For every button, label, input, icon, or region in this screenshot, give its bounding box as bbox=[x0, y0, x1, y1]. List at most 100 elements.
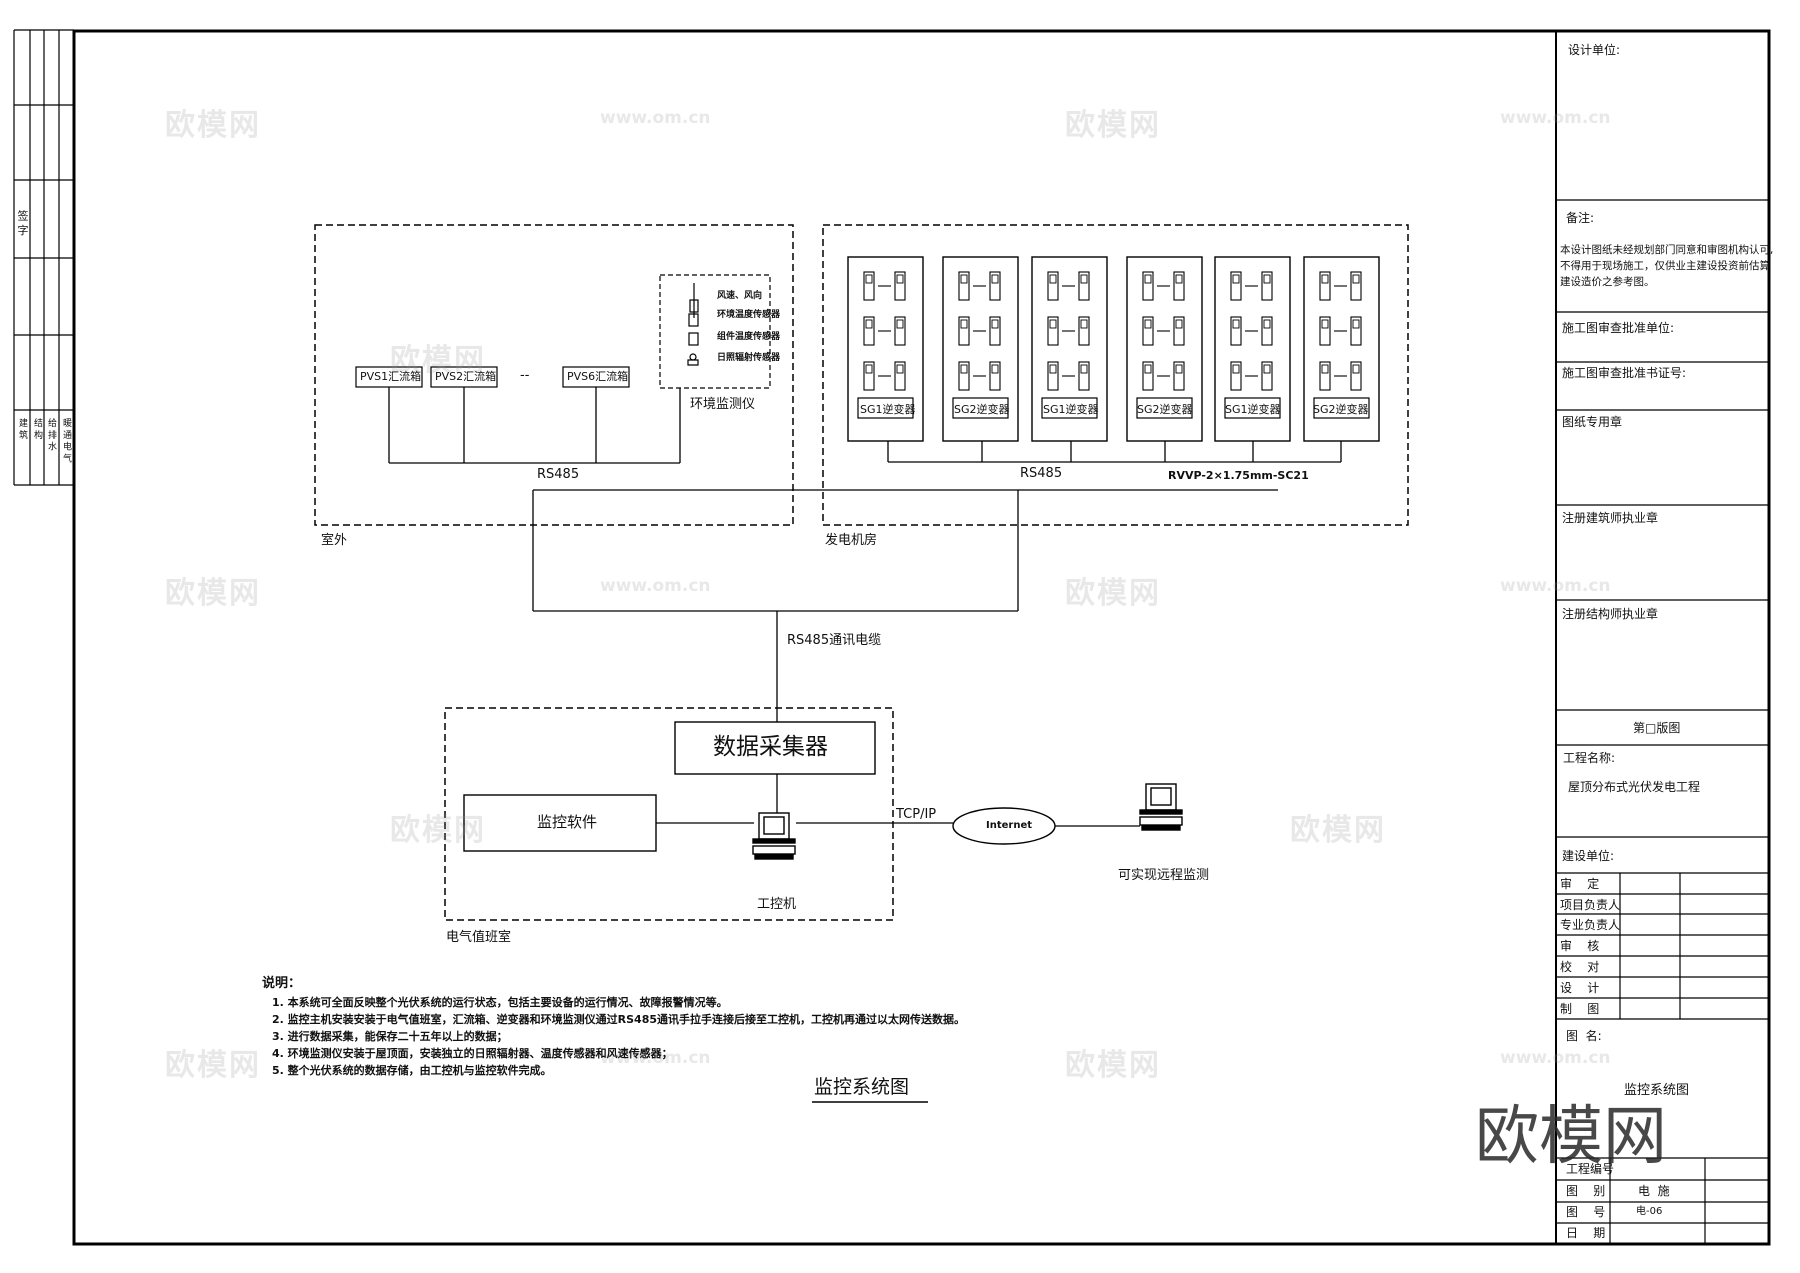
rs485-trunk bbox=[532, 489, 1278, 722]
pv-module-detail bbox=[960, 364, 968, 374]
pv-module-detail bbox=[1049, 319, 1057, 329]
tb-structural-seal: 注册结构师执业章 bbox=[1562, 607, 1659, 621]
pv-module-detail bbox=[991, 319, 999, 329]
pv-module-detail bbox=[1321, 274, 1329, 284]
inverter-label: SG1逆变器 bbox=[1225, 403, 1281, 416]
tb-drawing-seal: 图纸专用章 bbox=[1562, 415, 1623, 429]
env-item: 风速、风向 bbox=[717, 291, 763, 301]
combiner-ellipsis: -- bbox=[520, 368, 530, 383]
pv-module bbox=[863, 361, 875, 391]
env-item: 环境温度传感器 bbox=[717, 310, 781, 320]
pv-module-detail bbox=[960, 319, 968, 329]
tb-signoff-row: 制 图 bbox=[1560, 1002, 1600, 1016]
pv-module-detail bbox=[991, 364, 999, 374]
pv-module bbox=[894, 316, 906, 346]
combiner-label: PVS6汇流箱 bbox=[567, 370, 629, 383]
tb-sheet-no-label: 图 号 bbox=[1566, 1205, 1606, 1219]
pv-module bbox=[958, 316, 970, 346]
pv-module bbox=[1350, 271, 1362, 301]
left-strip-sign: 签 字 bbox=[16, 210, 29, 236]
tb-drawing-name-label: 图 名: bbox=[1566, 1029, 1602, 1043]
title-block-frame bbox=[1555, 31, 1769, 1244]
env-item: 日照辐射传感器 bbox=[717, 353, 781, 363]
pv-module-detail bbox=[1232, 319, 1240, 329]
inverter-box bbox=[1041, 397, 1098, 419]
pv-module bbox=[958, 361, 970, 391]
pv-module-detail bbox=[1144, 319, 1152, 329]
pv-module-detail bbox=[1175, 274, 1183, 284]
tb-category-value: 电 施 bbox=[1638, 1184, 1670, 1198]
electrical-room-zone bbox=[444, 707, 894, 921]
pv-module bbox=[1142, 271, 1154, 301]
notes-item: 1. 本系统可全面反映整个光伏系统的运行状态，包括主要设备的运行情况、故障报警情… bbox=[272, 996, 728, 1009]
pv-module-detail bbox=[1080, 319, 1088, 329]
pv-module bbox=[1230, 361, 1242, 391]
pv-module-detail bbox=[1352, 364, 1360, 374]
inverter-box bbox=[1136, 397, 1193, 419]
watermark: www.om.cn bbox=[600, 576, 711, 596]
watermark: 欧模网 bbox=[1290, 813, 1386, 848]
pv-module bbox=[1173, 271, 1185, 301]
inverter-label: SG1逆变器 bbox=[1043, 403, 1099, 416]
internet-cloud bbox=[952, 807, 1056, 845]
pv-module bbox=[958, 271, 970, 301]
tb-approval-unit: 施工图审查批准单位: bbox=[1562, 321, 1675, 335]
sensor-icons bbox=[687, 283, 699, 366]
tb-remarks-line: 本设计图纸未经规划部门同意和审图机构认可, bbox=[1560, 244, 1774, 256]
outdoor-zone bbox=[314, 224, 794, 526]
pv-module-detail bbox=[1352, 319, 1360, 329]
inverter-box bbox=[1313, 397, 1370, 419]
tb-architect-seal: 注册建筑师执业章 bbox=[1562, 511, 1659, 525]
pv-module bbox=[989, 316, 1001, 346]
pv-module bbox=[1350, 316, 1362, 346]
pv-module-detail bbox=[1144, 364, 1152, 374]
inverter-box bbox=[857, 397, 914, 419]
pv-module-detail bbox=[1321, 364, 1329, 374]
watermark: 欧模网 bbox=[165, 576, 261, 611]
notes-item: 2. 监控主机安装安装于电气值班室，汇流箱、逆变器和环境监测仪通过RS485通讯… bbox=[272, 1013, 966, 1026]
env-item: 组件温度传感器 bbox=[717, 332, 781, 342]
local-links bbox=[656, 774, 1140, 827]
pv-module-detail bbox=[1175, 364, 1183, 374]
pv-module-detail bbox=[865, 319, 873, 329]
pv-module-detail bbox=[991, 274, 999, 284]
tb-signoff-row: 审 定 bbox=[1560, 877, 1600, 891]
computer-icon bbox=[1139, 783, 1183, 831]
tb-remarks-label: 备注: bbox=[1566, 211, 1595, 225]
pv-module-detail bbox=[896, 274, 904, 284]
inverter-box bbox=[1224, 397, 1281, 419]
pv-module bbox=[1319, 361, 1331, 391]
zone-label-generator-room: 发电机房 bbox=[825, 533, 878, 548]
zone-label-electrical-room: 电气值班室 bbox=[446, 930, 512, 945]
notes-item: 3. 进行数据采集，能保存二十五年以上的数据； bbox=[272, 1030, 508, 1043]
watermark: www.om.cn bbox=[1500, 108, 1611, 128]
computer-icon bbox=[752, 812, 796, 860]
left-strip-discipline: 结 构 bbox=[32, 418, 42, 439]
pv-module bbox=[894, 271, 906, 301]
cable-spec: RVVP-2×1.75mm-SC21 bbox=[1168, 469, 1309, 482]
tb-category-label: 图 别 bbox=[1566, 1184, 1606, 1198]
pv-module bbox=[863, 316, 875, 346]
watermark: 欧模网 bbox=[165, 108, 261, 143]
pv-module bbox=[1047, 316, 1059, 346]
env-monitor-label: 环境监测仪 bbox=[690, 397, 756, 412]
zone-label-outdoor: 室外 bbox=[321, 533, 348, 548]
tb-remarks-line: 建设造价之参考图。 bbox=[1560, 276, 1655, 288]
tb-edition: 第□版图 bbox=[1633, 721, 1681, 735]
tb-drawing-name: 监控系统图 bbox=[1624, 1083, 1690, 1098]
pv-module bbox=[1047, 361, 1059, 391]
tb-project-no-label: 工程编号 bbox=[1566, 1162, 1615, 1176]
pv-module-detail bbox=[960, 274, 968, 284]
watermark: 欧模网 bbox=[1065, 1048, 1161, 1083]
tb-project-name-label: 工程名称: bbox=[1563, 751, 1616, 765]
comm-cable-label: RS485通讯电缆 bbox=[787, 633, 882, 648]
tb-date-label: 日 期 bbox=[1566, 1226, 1606, 1240]
pv-module bbox=[1173, 316, 1185, 346]
pv-module-detail bbox=[1263, 274, 1271, 284]
pv-module-detail bbox=[1049, 364, 1057, 374]
pv-module bbox=[1078, 361, 1090, 391]
combiner-label: PVS2汇流箱 bbox=[435, 370, 497, 383]
tb-remarks-line: 不得用于现场施工，仅供业主建设投资前估算 bbox=[1560, 260, 1770, 272]
pv-module-detail bbox=[1144, 274, 1152, 284]
pv-module bbox=[1230, 316, 1242, 346]
